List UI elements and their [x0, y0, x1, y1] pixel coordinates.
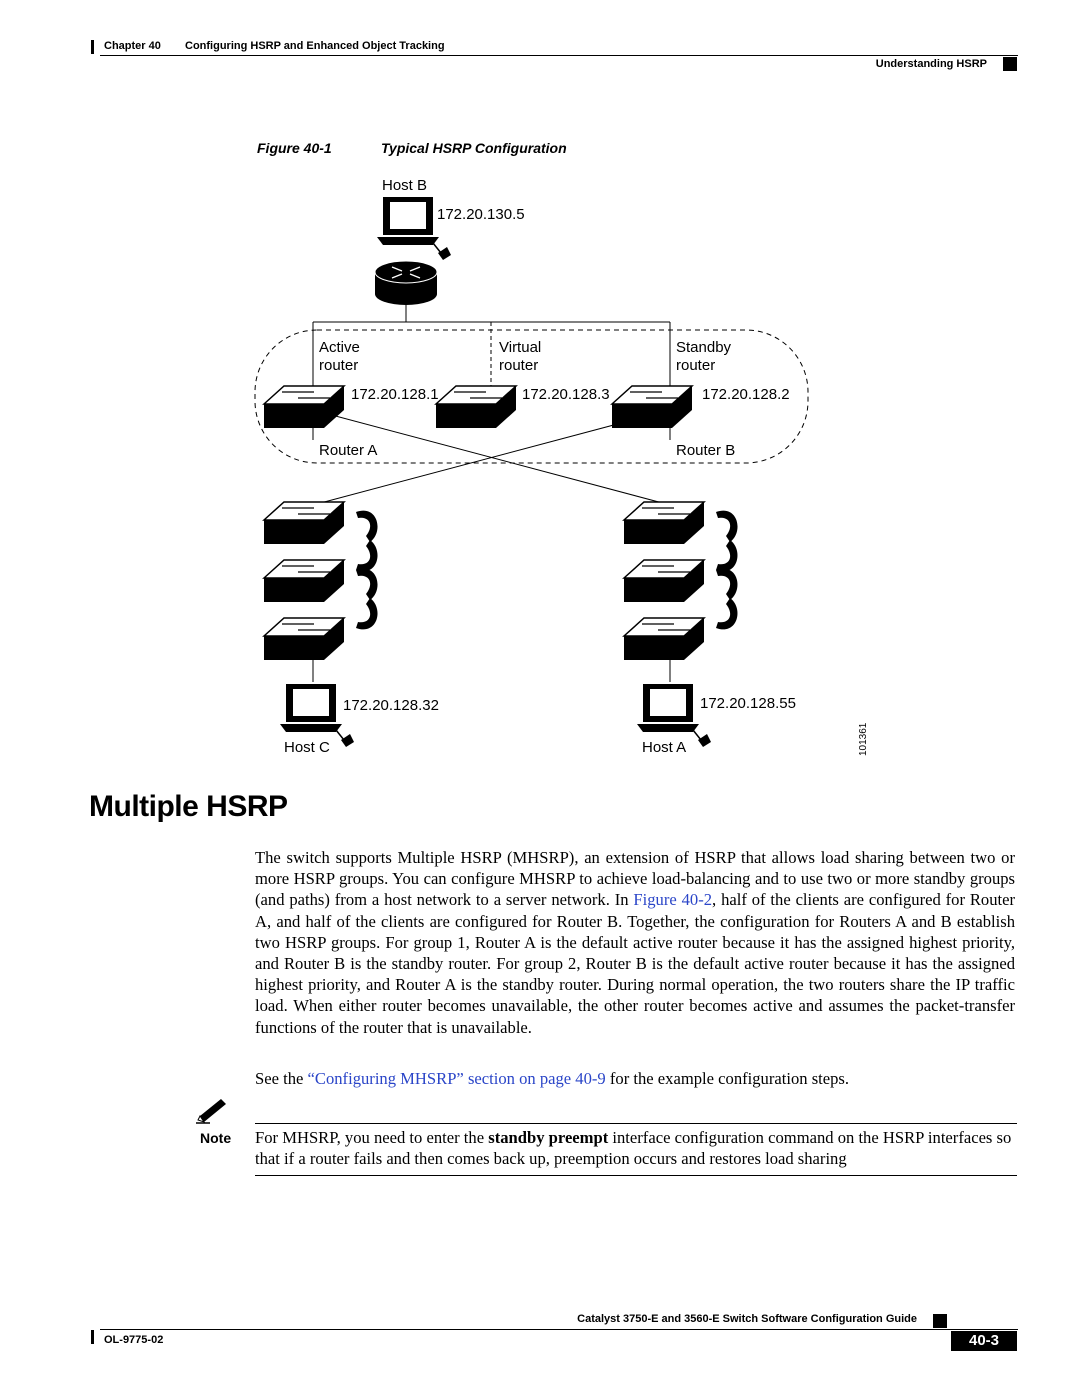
left-stack-switch-2-icon: [263, 559, 345, 603]
hsrp-diagram: Host B 172.20.130.5 Active router Virtua…: [254, 177, 869, 756]
figure-label: Figure 40-1: [257, 140, 332, 156]
host-c-ip: 172.20.128.32: [343, 697, 439, 714]
left-stack-cable-2-icon: [356, 568, 378, 600]
configuring-mhsrp-link[interactable]: “Configuring MHSRP” section on page 40-9: [307, 1069, 606, 1088]
section-heading: Multiple HSRP: [89, 790, 288, 823]
virtual-label-2: router: [499, 357, 538, 374]
router-b-switch-icon: [611, 385, 693, 429]
router-b-label: Router B: [676, 442, 735, 459]
standby-label-1: Standby: [676, 339, 732, 356]
see-also-paragraph: See the “Configuring MHSRP” section on p…: [255, 1068, 1015, 1089]
virtual-label-1: Virtual: [499, 339, 541, 356]
right-stack-cable-3-icon: [716, 540, 738, 572]
footer-square: [933, 1314, 947, 1328]
left-stack-cable-1-icon: [356, 510, 378, 542]
active-label-1: Active: [319, 339, 360, 356]
note-text-before: For MHSRP, you need to enter the: [255, 1128, 489, 1147]
note-label: Note: [200, 1130, 232, 1146]
left-stack-switch-3-icon: [263, 617, 345, 661]
footer-left-bar: [91, 1330, 94, 1344]
footer-doc-id: OL-9775-02: [104, 1334, 164, 1346]
header-square: [1003, 57, 1017, 71]
router-a-switch-icon: [263, 385, 345, 429]
footer-guide-title: Catalyst 3750-E and 3560-E Switch Softwa…: [577, 1313, 917, 1325]
ip-router-a: 172.20.128.1: [351, 386, 439, 403]
ip-router-b: 172.20.128.2: [702, 386, 790, 403]
host-c-pc-icon: [279, 683, 355, 748]
note-command: standby preempt: [488, 1128, 609, 1147]
host-a-label: Host A: [642, 739, 686, 756]
footer-page-number: 40-3: [951, 1331, 1017, 1351]
host-c-label: Host C: [284, 739, 330, 756]
pencil-icon: [196, 1099, 226, 1124]
left-stack-cable-4-icon: [356, 598, 378, 630]
left-stack-cable-3-icon: [356, 540, 378, 572]
right-stack-cable-2-icon: [716, 568, 738, 600]
p1-text-before: The switch supports Multiple HSRP (MHSRP…: [255, 848, 1015, 910]
header-chapter: Chapter 40: [104, 40, 161, 52]
footer-rule: [100, 1329, 1018, 1330]
right-stack-cable-4-icon: [716, 598, 738, 630]
body-paragraph: The switch supports Multiple HSRP (MHSRP…: [255, 847, 1015, 1038]
left-stack-switch-1-icon: [263, 501, 345, 545]
right-stack-switch-1-icon: [623, 501, 705, 545]
note-text: For MHSRP, you need to enter the standby…: [255, 1127, 1017, 1169]
host-b-ip: 172.20.130.5: [437, 206, 525, 223]
header-chapter-title: Configuring HSRP and Enhanced Object Tra…: [185, 40, 445, 52]
standby-label-2: router: [676, 357, 715, 374]
host-a-ip: 172.20.128.55: [700, 695, 796, 712]
virtual-router-switch-icon: [435, 385, 517, 429]
header-left-bar: [91, 40, 94, 54]
note-bottom-rule: [255, 1175, 1017, 1176]
note-text-after: interface configuration command on the H…: [255, 1128, 1012, 1169]
router-a-label: Router A: [319, 442, 377, 459]
header-section: Understanding HSRP: [875, 58, 987, 70]
router-icon: [374, 260, 438, 305]
figure-id: 101361: [858, 722, 869, 756]
host-b-label: Host B: [382, 177, 427, 194]
p2-text-before: See the: [255, 1069, 308, 1088]
right-stack-cable-1-icon: [716, 510, 738, 542]
figure-title: Typical HSRP Configuration: [381, 140, 567, 156]
p2-text-after: for the example configuration steps.: [605, 1069, 850, 1088]
figure-40-2-link[interactable]: Figure 40-2: [633, 890, 713, 910]
right-stack-switch-2-icon: [623, 559, 705, 603]
p1-text-after: , half of the clients are configured for…: [255, 890, 1016, 1037]
note-top-rule: [255, 1123, 1017, 1124]
ip-virtual: 172.20.128.3: [522, 386, 610, 403]
active-label-2: router: [319, 357, 358, 374]
right-stack-switch-3-icon: [623, 617, 705, 661]
host-a-pc-icon: [636, 683, 712, 748]
header-rule: [100, 55, 1018, 56]
